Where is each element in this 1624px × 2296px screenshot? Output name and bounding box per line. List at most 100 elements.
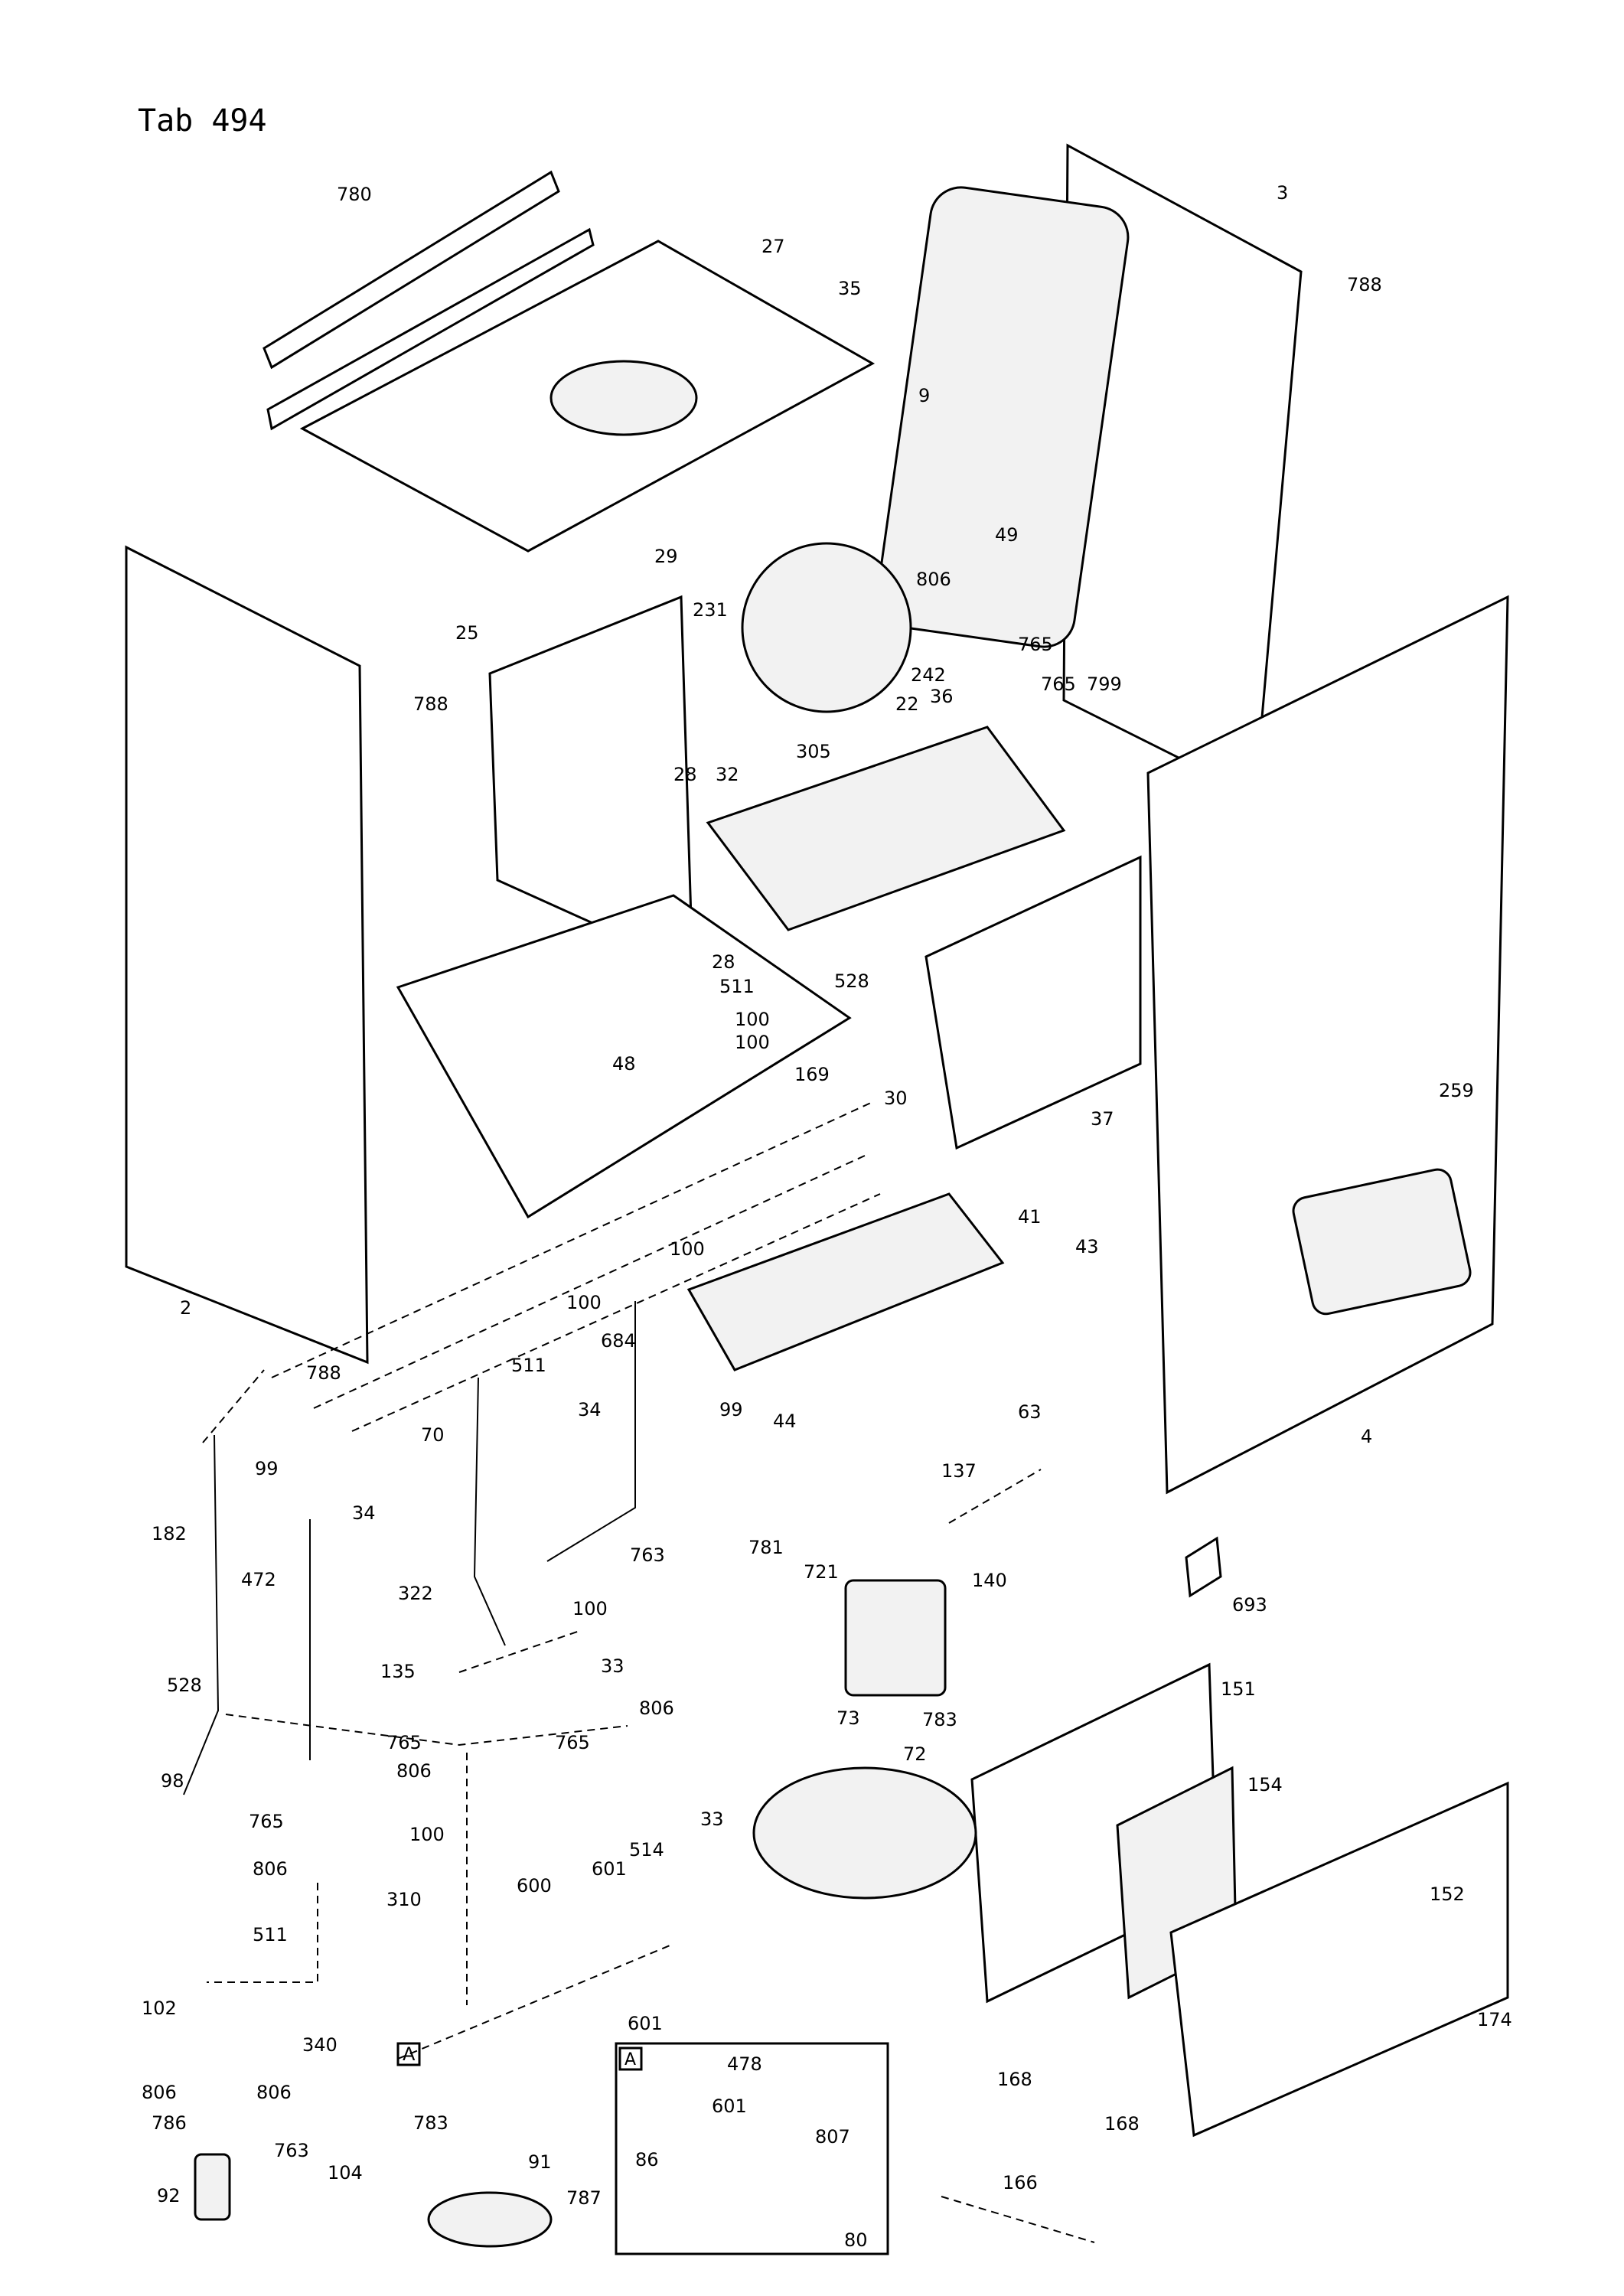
marker-letter-box <box>396 2042 421 2066</box>
callout-807: 807 <box>815 2126 850 2148</box>
callout-472: 472 <box>241 1569 276 1590</box>
callout-806-f: 806 <box>256 2082 292 2103</box>
callout-135: 135 <box>380 1661 416 1682</box>
flue-opening <box>549 360 698 436</box>
callout-182: 182 <box>152 1523 187 1544</box>
callout-765-c: 765 <box>386 1732 422 1753</box>
callout-99-b: 99 <box>255 1458 279 1479</box>
callout-528-a: 528 <box>834 970 869 992</box>
callout-36: 36 <box>930 686 954 707</box>
callout-763-a: 763 <box>630 1544 665 1566</box>
callout-693: 693 <box>1232 1594 1267 1616</box>
callout-765-b: 765 <box>1041 673 1076 695</box>
callout-99-a: 99 <box>719 1399 743 1420</box>
base-tray <box>396 894 852 1219</box>
callout-259: 259 <box>1439 1080 1474 1101</box>
callout-labels: 780 3 27 35 788 9 49 29 806 231 765 25 2… <box>142 182 1512 2251</box>
fan-assembly <box>741 542 912 713</box>
callout-137: 137 <box>941 1460 977 1482</box>
gas-valve <box>844 1579 947 1697</box>
callout-25: 25 <box>455 622 479 644</box>
callout-788-b: 788 <box>413 693 448 715</box>
callout-166: 166 <box>1003 2172 1038 2193</box>
callout-34-b: 34 <box>352 1502 376 1524</box>
callout-28-b: 28 <box>712 951 735 973</box>
burner <box>686 1192 1005 1371</box>
callout-242: 242 <box>911 664 946 686</box>
callout-305: 305 <box>796 741 831 762</box>
callout-9: 9 <box>918 385 930 406</box>
callout-30: 30 <box>884 1088 908 1109</box>
callout-33-a: 33 <box>601 1655 624 1677</box>
callout-780: 780 <box>337 184 372 205</box>
callout-29: 29 <box>654 546 678 567</box>
callout-2: 2 <box>180 1297 191 1319</box>
callout-41: 41 <box>1018 1206 1042 1228</box>
cover-787 <box>427 2191 553 2248</box>
filter-92 <box>194 2153 231 2221</box>
callout-4: 4 <box>1361 1426 1372 1447</box>
callout-152: 152 <box>1430 1883 1465 1905</box>
callout-33-b: 33 <box>700 1808 724 1830</box>
callout-806-b: 806 <box>639 1698 674 1719</box>
pipe-684 <box>546 1301 636 1562</box>
callout-43: 43 <box>1075 1236 1099 1257</box>
callout-63: 63 <box>1018 1401 1042 1423</box>
callout-765-e: 765 <box>249 1811 284 1832</box>
callout-73: 73 <box>836 1707 860 1729</box>
callout-37: 37 <box>1091 1108 1114 1130</box>
pipe-70 <box>473 1377 506 1646</box>
assembly-lines <box>202 1101 1095 2243</box>
callout-786: 786 <box>152 2112 187 2134</box>
callout-169: 169 <box>794 1064 830 1085</box>
callout-70: 70 <box>421 1424 445 1446</box>
control-box-cover <box>1185 1536 1222 1598</box>
callout-310: 310 <box>386 1889 422 1910</box>
callout-100-d: 100 <box>566 1292 602 1313</box>
callout-514: 514 <box>629 1839 664 1861</box>
callout-511-b: 511 <box>511 1355 546 1376</box>
callout-168-a: 168 <box>997 2069 1032 2090</box>
callout-168-b: 168 <box>1104 2113 1140 2135</box>
callout-783-b: 783 <box>413 2112 448 2134</box>
expansion-vessel <box>876 186 1130 648</box>
callout-806-d: 806 <box>253 1858 288 1880</box>
callout-788-c: 788 <box>306 1362 341 1384</box>
callout-44: 44 <box>773 1411 797 1432</box>
callout-600: 600 <box>517 1875 552 1896</box>
callout-601-c: 601 <box>712 2095 747 2117</box>
callout-32: 32 <box>716 764 739 785</box>
callout-763-b: 763 <box>274 2140 309 2161</box>
callout-100-c: 100 <box>670 1238 705 1260</box>
heat-exchanger <box>706 726 1066 931</box>
inset-letter: A <box>624 2050 636 2069</box>
pipe-182 <box>183 1434 220 1795</box>
callout-322: 322 <box>398 1583 433 1604</box>
inset-number: 80 <box>844 2229 868 2251</box>
callout-684: 684 <box>601 1330 636 1352</box>
callout-140: 140 <box>972 1570 1007 1591</box>
callout-86: 86 <box>635 2149 659 2170</box>
callout-104: 104 <box>328 2162 363 2183</box>
callout-22: 22 <box>895 693 919 715</box>
callout-765-a: 765 <box>1018 634 1053 655</box>
callout-98: 98 <box>161 1770 184 1792</box>
callout-28-a: 28 <box>673 764 697 785</box>
callout-788-a: 788 <box>1347 274 1382 295</box>
callout-601-a: 601 <box>592 1858 627 1880</box>
callout-806-c: 806 <box>396 1760 432 1782</box>
callout-781: 781 <box>748 1537 784 1558</box>
callout-806-a: 806 <box>916 569 951 590</box>
callout-91: 91 <box>528 2151 552 2173</box>
callout-102: 102 <box>142 1998 177 2019</box>
callout-92: 92 <box>157 2185 181 2206</box>
callout-100-b: 100 <box>735 1032 770 1053</box>
front-panel-window <box>1292 1168 1472 1316</box>
callout-806-e: 806 <box>142 2082 177 2103</box>
callout-100-a: 100 <box>735 1009 770 1030</box>
inset-box <box>615 2042 889 2255</box>
side-insulation <box>925 855 1142 1150</box>
callout-35: 35 <box>838 278 862 299</box>
callout-787: 787 <box>566 2187 602 2209</box>
